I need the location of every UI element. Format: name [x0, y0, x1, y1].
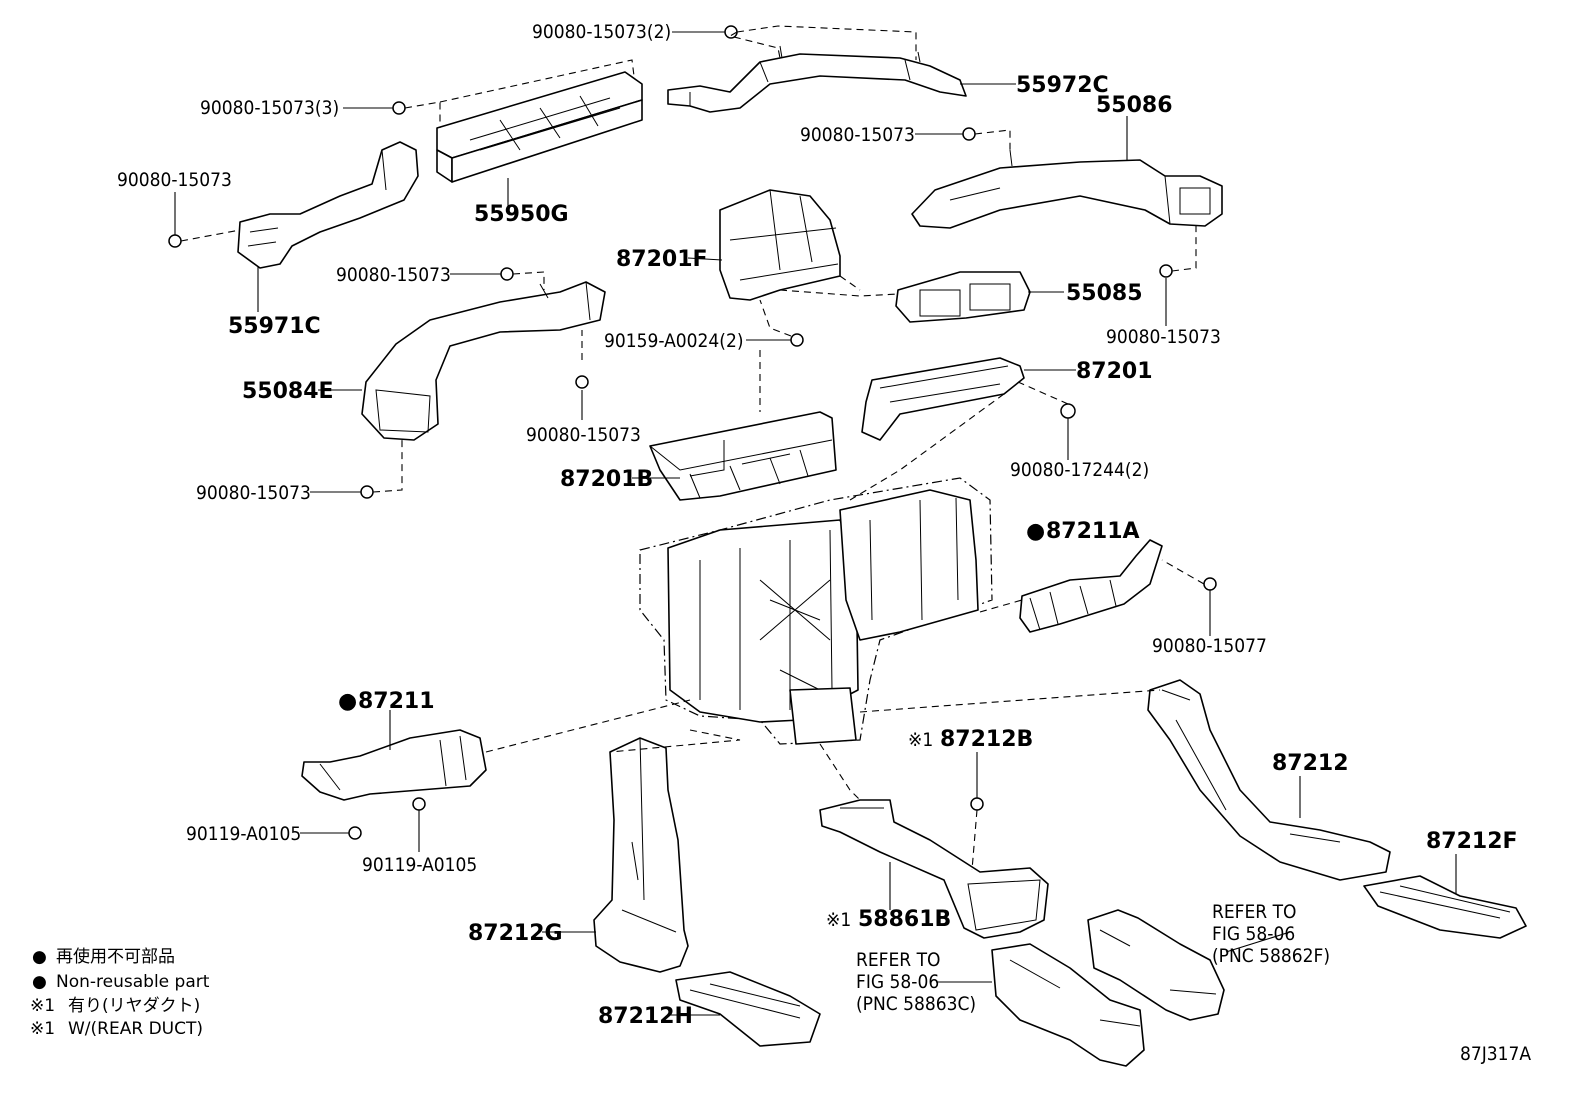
leader-lines	[174, 31, 1457, 1016]
part-87201F-drawing	[719, 189, 841, 301]
part-55085-drawing	[895, 271, 1031, 323]
label-90080-15073-d: 90080-15073	[1106, 326, 1221, 348]
bolt-87211-a	[348, 826, 362, 840]
legend: ● 再使用不可部品 ● Non-reusable part ※1 有り(リヤダク…	[30, 946, 210, 1039]
label-87212F: 87212F	[1426, 829, 1518, 854]
part-87212G-drawing	[593, 737, 689, 973]
nut-90080-17244	[1060, 403, 1076, 419]
label-87201: 87201	[1076, 359, 1153, 384]
label-87211-dot: ●	[338, 689, 357, 714]
label-ref-right-2: FIG 58-06	[1212, 923, 1295, 945]
legend-ast-1: ※1	[30, 996, 55, 1016]
part-labels: 90080-15073(2) 55972C 55086 90080-15073(…	[117, 21, 1531, 1065]
part-87201-drawing	[861, 357, 1025, 441]
part-87212F-drawing	[1363, 875, 1527, 939]
clip-87212B	[970, 797, 984, 811]
bolt-87211-b	[412, 797, 426, 811]
part-87201B-drawing	[649, 411, 837, 501]
bolt-90159	[790, 333, 804, 347]
legend-dot-2: ●	[32, 972, 47, 992]
label-58861B: 58861B	[858, 907, 951, 932]
label-90159-A0024: 90159-A0024(2)	[604, 330, 744, 352]
label-87211: 87211	[358, 689, 435, 714]
bolt-87211A	[1203, 577, 1217, 591]
part-55084E-drawing	[361, 281, 606, 441]
part-87211A-drawing	[1019, 539, 1163, 633]
bolt-55971C	[168, 234, 182, 248]
bolt-55084E-top	[500, 267, 514, 281]
bolt-55084E-right	[575, 375, 589, 389]
part-ac-unit-drawing	[639, 477, 993, 745]
bolt-55086	[962, 127, 976, 141]
part-58861B-drawing	[819, 799, 1049, 939]
part-87212H-drawing	[675, 971, 821, 1047]
label-90080-15073-f: 90080-15073	[196, 482, 311, 504]
label-55971C: 55971C	[228, 314, 321, 339]
label-ref-left-3: (PNC 58863C)	[856, 993, 976, 1015]
label-90080-15073-3: 90080-15073(3)	[200, 97, 339, 119]
label-ref-right-1: REFER TO	[1212, 901, 1297, 923]
label-90119-A0105-b: 90119-A0105	[362, 854, 477, 876]
legend-ast-en: W/(REAR DUCT)	[68, 1019, 203, 1039]
label-87201F: 87201F	[616, 247, 708, 272]
legend-dot-jp: 再使用不可部品	[56, 946, 175, 967]
label-55972C: 55972C	[1016, 73, 1109, 98]
label-55950G: 55950G	[474, 202, 569, 227]
bolt-left-top	[392, 101, 406, 115]
label-55084E: 55084E	[242, 379, 334, 404]
label-87211A-dot: ●	[1026, 519, 1045, 544]
bolt-55084E-bottom	[360, 485, 374, 499]
label-ref-right-3: (PNC 58862F)	[1212, 945, 1330, 967]
label-90119-A0105-a: 90119-A0105	[186, 823, 301, 845]
part-55972C-drawing	[667, 45, 967, 113]
label-90080-15073-e: 90080-15073	[526, 424, 641, 446]
part-87211-drawing	[301, 729, 487, 801]
label-90080-15073-c: 90080-15073	[336, 264, 451, 286]
label-87212G: 87212G	[468, 921, 563, 946]
label-87212: 87212	[1272, 751, 1349, 776]
label-87212H: 87212H	[598, 1004, 693, 1029]
label-87212B: 87212B	[940, 727, 1033, 752]
legend-dot-1: ●	[32, 947, 47, 967]
label-90080-15073-a: 90080-15073	[800, 124, 915, 146]
label-90080-15073-b: 90080-15073	[117, 169, 232, 191]
label-87201B: 87201B	[560, 467, 653, 492]
part-55086-drawing	[911, 149, 1223, 229]
assembly-lines	[180, 25, 1205, 871]
part-58862F-drawing	[1087, 909, 1225, 1021]
label-58861B-mark: ※1	[826, 909, 851, 931]
legend-ast-jp: 有り(リヤダクト)	[68, 996, 200, 1016]
fasteners	[168, 25, 1217, 840]
bolt-55086-bottom	[1159, 264, 1173, 278]
legend-dot-en: Non-reusable part	[56, 972, 210, 992]
label-90080-17244: 90080-17244(2)	[1010, 459, 1149, 481]
legend-ast-2: ※1	[30, 1019, 55, 1039]
label-55086: 55086	[1096, 93, 1173, 118]
part-55950G-drawing	[436, 71, 643, 183]
label-90080-15077: 90080-15077	[1152, 635, 1267, 657]
part-55971C-drawing	[237, 141, 419, 269]
part-87212-drawing	[1147, 679, 1391, 881]
label-55085: 55085	[1066, 281, 1143, 306]
bolt-top-center	[724, 25, 738, 39]
part-58863C-drawing	[991, 943, 1145, 1067]
label-ref-left-2: FIG 58-06	[856, 971, 939, 993]
label-87212B-mark: ※1	[908, 729, 933, 751]
label-90080-15073-2: 90080-15073(2)	[532, 21, 671, 43]
label-ref-left-1: REFER TO	[856, 949, 941, 971]
label-87211A: 87211A	[1046, 519, 1140, 544]
figure-id: 87J317A	[1460, 1043, 1531, 1065]
